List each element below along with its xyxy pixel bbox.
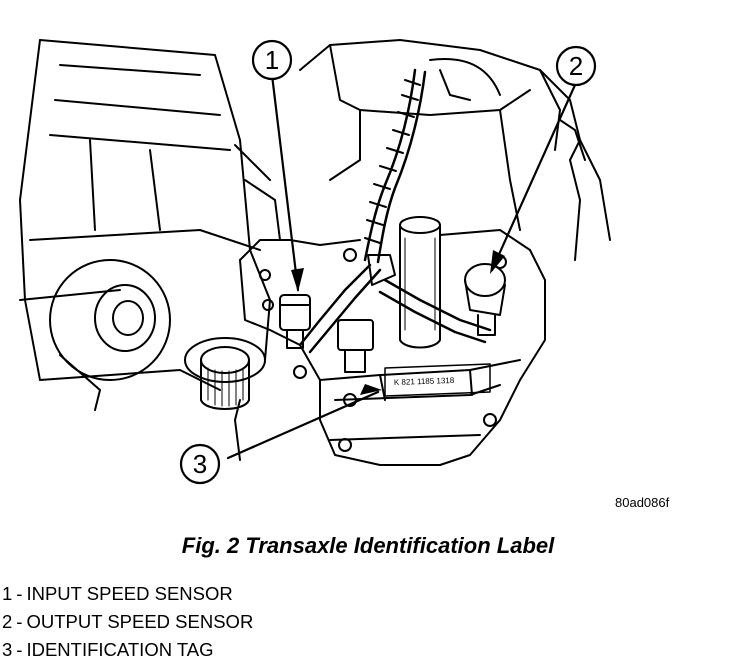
figure-caption: Fig. 2 Transaxle Identification Label <box>181 533 555 558</box>
output-shaft-drawing <box>184 337 266 461</box>
legend-label: INPUT SPEED SENSOR <box>26 583 233 604</box>
callout-1-leader <box>270 73 300 292</box>
wiring-harness-drawing <box>298 68 492 354</box>
callout-3-leader <box>226 390 380 460</box>
legend-number: 2 <box>2 611 13 632</box>
transaxle-case-drawing <box>239 216 546 466</box>
engine-block-drawing <box>19 39 281 411</box>
callout-3-number: 3 <box>193 449 207 479</box>
legend-separator: - <box>16 583 23 604</box>
legend-item: 1-INPUT SPEED SENSOR <box>2 580 253 608</box>
callout-2-leader <box>490 83 577 272</box>
legend-separator: - <box>16 611 23 632</box>
figure-reference-code: 80ad086f <box>615 495 670 510</box>
legend-item: 2-OUTPUT SPEED SENSOR <box>2 608 253 636</box>
legend-separator: - <box>16 639 23 660</box>
callout-2-circle <box>555 45 597 87</box>
legend-label: OUTPUT SPEED SENSOR <box>26 611 254 632</box>
callout-1-circle <box>251 39 293 81</box>
legend-item: 3-IDENTIFICATION TAG <box>2 636 253 664</box>
transaxle-illustration: 1 2 3 K 821 1185 1318 <box>19 39 611 485</box>
callout-1-arrowhead <box>291 268 304 292</box>
legend-number: 1 <box>2 583 13 604</box>
callout-3-circle <box>179 443 221 485</box>
callout-2-arrowhead <box>490 250 505 274</box>
legend-number: 3 <box>2 639 13 660</box>
callout-1-number: 1 <box>265 45 279 75</box>
identification-tag-text: K 821 1185 1318 <box>394 376 455 387</box>
input-speed-sensor-drawing <box>279 294 374 373</box>
legend-label: IDENTIFICATION TAG <box>26 639 214 660</box>
output-speed-sensor-drawing <box>464 263 506 336</box>
legend-list: 1-INPUT SPEED SENSOR 2-OUTPUT SPEED SENS… <box>2 580 253 664</box>
callout-3-arrowhead <box>360 384 382 395</box>
callout-2-number: 2 <box>569 51 583 81</box>
